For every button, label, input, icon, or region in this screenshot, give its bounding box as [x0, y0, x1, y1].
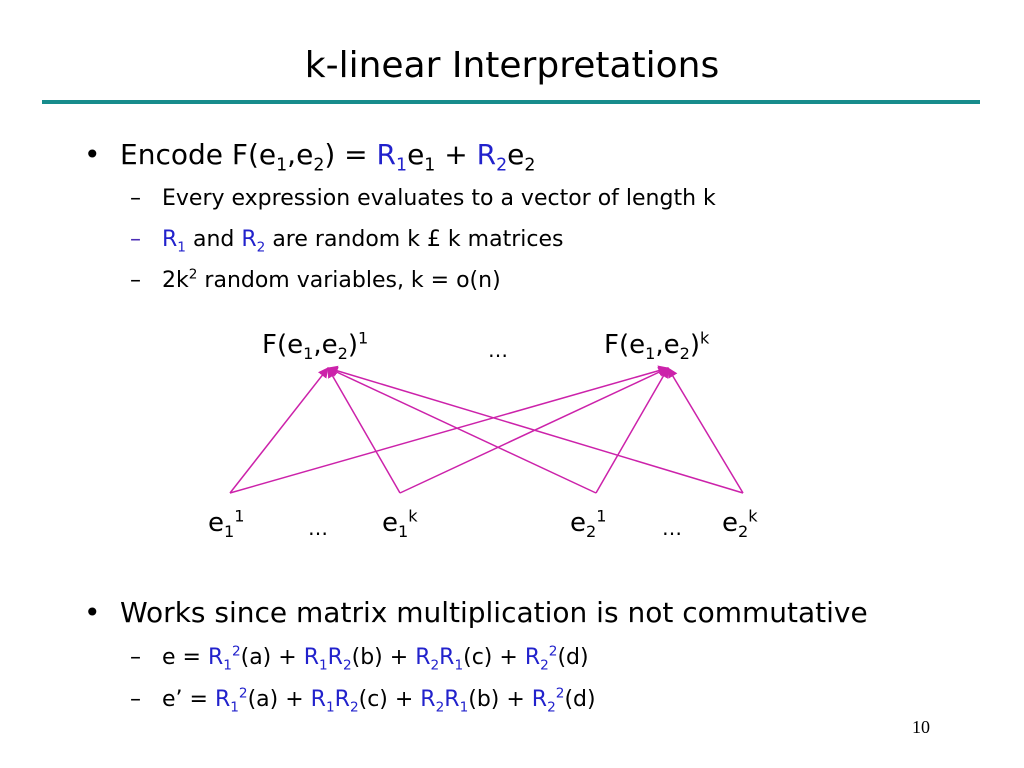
title-underline	[42, 100, 980, 104]
edge-e1k-to-Fk	[399, 367, 669, 494]
sub-bullet-vector-text: Every expression evaluates to a vector o…	[162, 186, 716, 211]
edge-e21-to-F1	[327, 367, 597, 494]
sub-bullet-variables-text: 2k2 random variables, k = o(n)	[162, 266, 501, 293]
top-ellipsis: …	[488, 338, 508, 362]
dash-marker: –	[130, 687, 141, 712]
bullet-commutative-text: Works since matrix multiplication is not…	[120, 596, 868, 629]
page-number: 10	[912, 717, 930, 737]
input-e2-1: e21	[570, 506, 607, 542]
input-e2-k: e2k	[722, 506, 758, 542]
top-right-output-label: F(e1,e2)k	[604, 328, 710, 364]
dash-marker: –	[130, 268, 141, 293]
slide-title: k-linear Interpretations	[304, 45, 720, 86]
bullet-encode-text: Encode F(e1,e2) = R1e1 + R2e2	[120, 138, 536, 176]
bullet-marker: •	[84, 596, 101, 629]
bottom-ellipsis-left: …	[308, 516, 328, 540]
edge-e1k-to-F1	[327, 367, 401, 494]
dash-marker: –	[130, 186, 141, 211]
edge-e11-to-Fk	[229, 365, 670, 494]
input-e1-k: e1k	[382, 506, 418, 542]
dash-marker: –	[130, 227, 141, 252]
sub-bullet-matrices-text: R1 and R2 are random k £ k matrices	[162, 227, 564, 256]
bottom-ellipsis-right: …	[662, 516, 682, 540]
bullet-marker: •	[84, 138, 101, 171]
edge-e11-to-F1	[229, 367, 329, 494]
top-left-output-label: F(e1,e2)1	[262, 328, 369, 364]
dash-marker: –	[130, 645, 141, 670]
edge-e2k-to-Fk	[667, 367, 744, 494]
edge-e21-to-Fk	[595, 367, 669, 494]
equation-e: e = R12(a) + R1R2(b) + R2R1(c) + R22(d)	[162, 643, 589, 674]
input-e1-1: e11	[208, 506, 245, 542]
equation-e-prime: e’ = R12(a) + R1R2(c) + R2R1(b) + R22(d)	[162, 685, 596, 716]
